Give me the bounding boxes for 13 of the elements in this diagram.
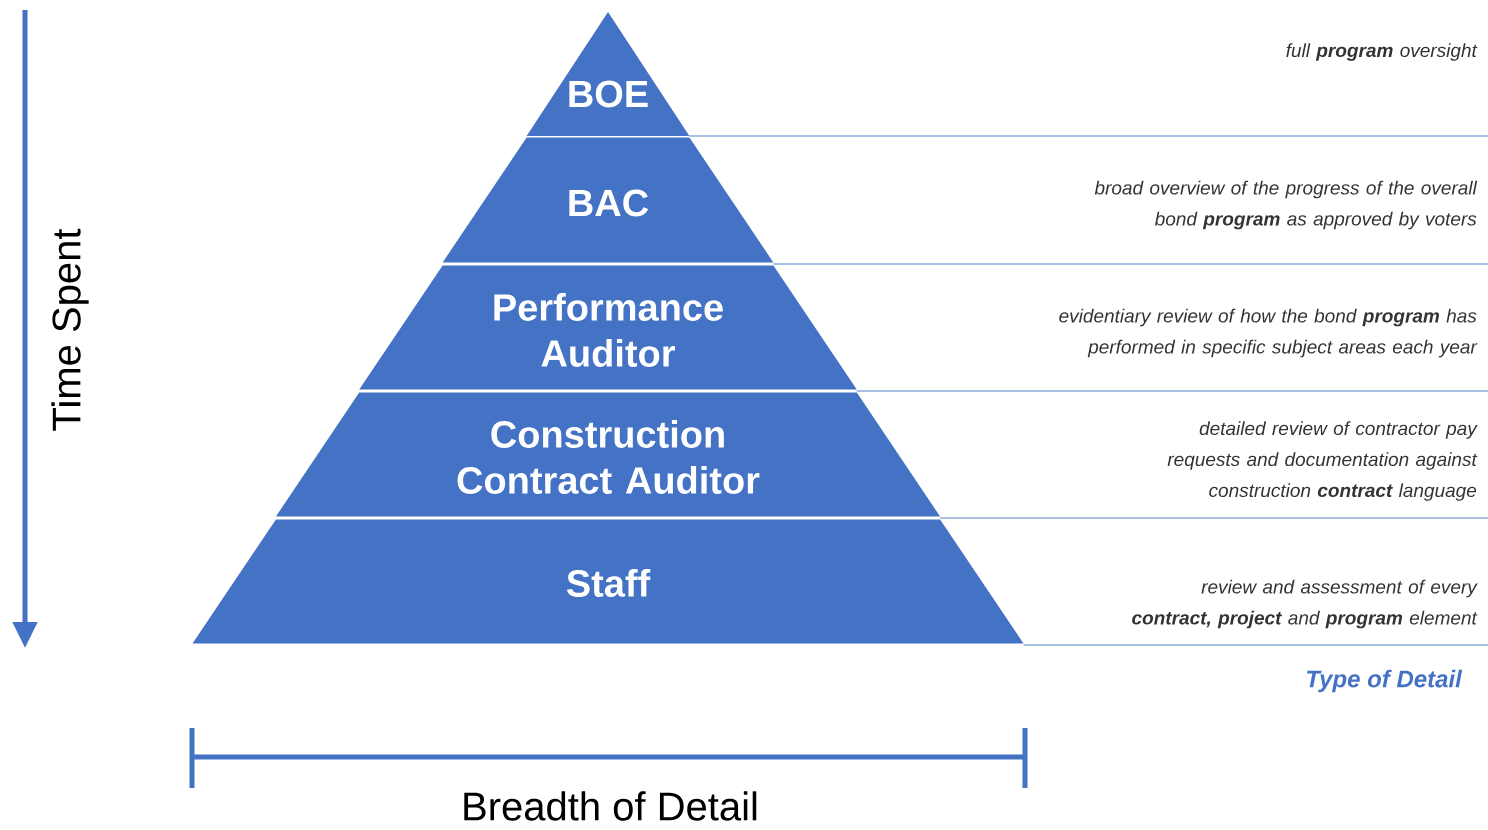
axis-label: Breadth of Detail (464, 791, 757, 821)
level-description: evidentiary review of how the bond program has performed in specific subject areas each year (1059, 308, 1478, 358)
level-description: review and assessment of every contract, project and program element (1132, 579, 1478, 629)
axis-label: Time Spent (51, 228, 89, 431)
pyramid-level: Staff (192, 519, 1024, 644)
pyramid-level: BOE (526, 12, 690, 136)
pyramid-level: Construction Contract Auditor (275, 392, 941, 517)
node-label: BOE (569, 80, 648, 108)
pyramid-level: Performance Auditor (359, 265, 857, 390)
level-description: broad overview of the progress of the overall bond program as approved by voters (1094, 180, 1478, 230)
axis-label: Type of Detail (1307, 669, 1463, 693)
level-description: full program oversight (1286, 43, 1478, 61)
level-description: detailed review of contractor pay requests and documentation against construction contract language (1167, 421, 1478, 501)
